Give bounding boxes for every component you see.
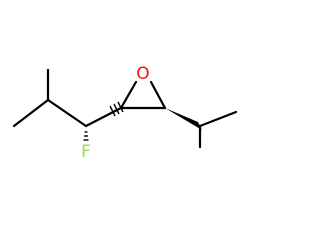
- fluorine-atom-label: F: [81, 142, 91, 162]
- hashed-wedge-epoxide-left: [109, 101, 124, 117]
- bond-epoxide-right-to-oxygen: [149, 80, 167, 110]
- stereo-bond-layer: [83, 101, 202, 141]
- bond-methyl-left-to-branch: [12, 98, 50, 128]
- bond-branch-to-chf: [46, 98, 88, 128]
- atom-label-layer: O F: [81, 64, 150, 162]
- bond-epoxide-left-to-oxygen: [119, 80, 138, 110]
- structure-canvas: O F: [12, 64, 238, 162]
- oxygen-atom-label: O: [136, 64, 149, 84]
- hashed-wedge-to-fluorine: [83, 131, 89, 141]
- bond-isopropyl-ch-to-methyl-up: [198, 110, 238, 128]
- bond-chf-to-epoxide-left: [84, 106, 123, 128]
- molecule-drawing: O F: [12, 64, 238, 162]
- solid-wedge-epoxide-right: [165, 108, 202, 130]
- bond-layer: [12, 68, 238, 149]
